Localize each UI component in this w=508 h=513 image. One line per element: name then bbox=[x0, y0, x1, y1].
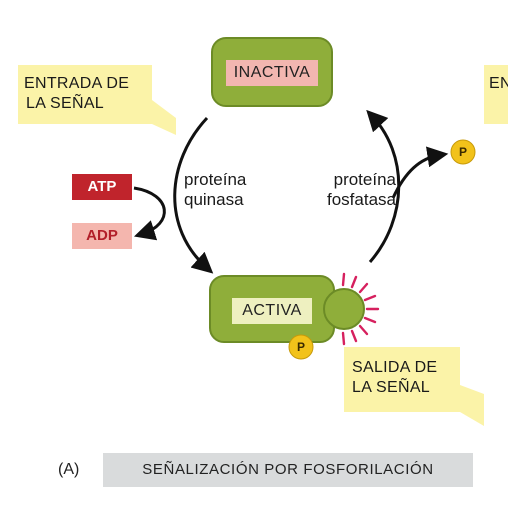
right-signal-label: EN bbox=[489, 75, 508, 92]
released-phosphate-label: P bbox=[458, 145, 467, 159]
signal-burst-icon bbox=[341, 272, 380, 346]
kinase-label: proteína quinasa bbox=[184, 170, 274, 210]
phosphatase-label-line1: proteína bbox=[333, 170, 396, 189]
inactive-state-label: INACTIVA bbox=[226, 60, 318, 86]
output-signal-label: SALIDA DE LA SEÑAL bbox=[352, 358, 460, 398]
atp-adp-arrow bbox=[133, 186, 166, 241]
caption-title: SEÑALIZACIÓN POR FOSFORILACIÓN bbox=[103, 453, 473, 487]
active-state-label: ACTIVA bbox=[232, 298, 312, 324]
output-signal-line2: LA SEÑAL bbox=[352, 379, 431, 396]
phosphatase-label-line2: fosfatasa bbox=[327, 190, 396, 209]
caption-letter: (A) bbox=[58, 461, 80, 478]
active-site-shape bbox=[323, 288, 365, 330]
bound-phosphate-label: P bbox=[296, 340, 305, 354]
adp-tag: ADP bbox=[72, 223, 132, 249]
kinase-label-line2: quinasa bbox=[184, 190, 244, 209]
kinase-label-line1: proteína bbox=[184, 170, 247, 189]
input-signal-callout bbox=[18, 65, 176, 135]
bound-phosphate-icon bbox=[288, 334, 314, 360]
input-signal-label: ENTRADA DE LA SEÑAL bbox=[24, 74, 152, 114]
kinase-arrow bbox=[173, 116, 214, 274]
phosphatase-label: proteína fosfatasa bbox=[306, 170, 396, 210]
released-phosphate-icon bbox=[450, 139, 476, 165]
atp-tag: ATP bbox=[72, 174, 132, 200]
output-signal-callout bbox=[344, 347, 484, 426]
phosphate-release-arrow bbox=[391, 146, 449, 199]
right-signal-callout bbox=[484, 65, 508, 124]
input-signal-line2: LA SEÑAL bbox=[26, 95, 105, 112]
output-signal-line1: SALIDA DE bbox=[352, 359, 438, 376]
input-signal-line1: ENTRADA DE bbox=[24, 75, 130, 92]
